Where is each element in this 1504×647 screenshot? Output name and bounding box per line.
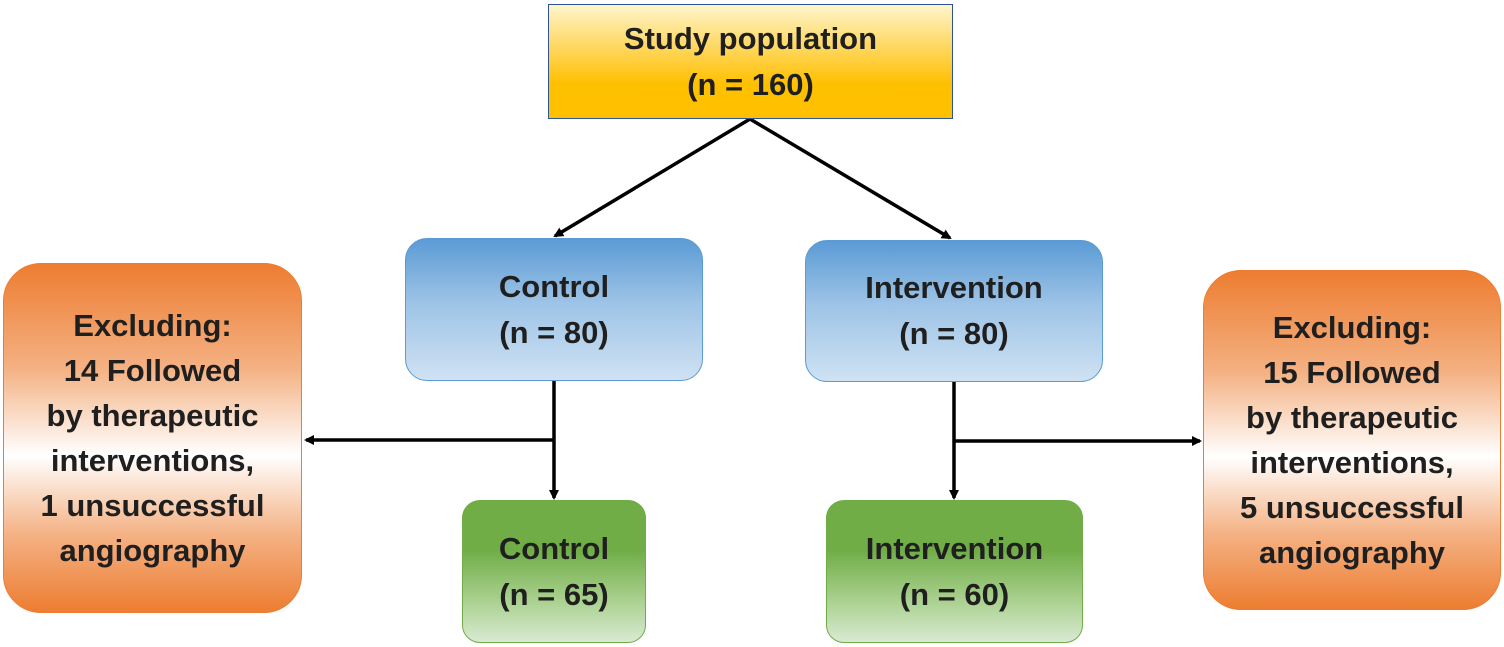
control-final-title: Control [498, 530, 610, 566]
control-title: Control [498, 268, 610, 304]
intervention-final-title: Intervention [865, 530, 1044, 566]
exclusion-line: 5 unsuccessful [1240, 490, 1464, 525]
exclusion-box-control: Excluding: 14 Followed by therapeutic in… [3, 263, 302, 613]
intervention-final-count: (n = 60) [899, 576, 1010, 612]
exclusion-line: by therapeutic [1246, 400, 1458, 435]
exclusion-line: Excluding: [1272, 310, 1432, 345]
arrow-to-control [553, 117, 751, 238]
arrow-to-intervention [749, 117, 952, 240]
intervention-count: (n = 80) [899, 316, 1009, 351]
intervention-title: Intervention [865, 270, 1043, 305]
exclusion-line: interventions, [50, 443, 255, 478]
exclusion-line: 1 unsuccessful [40, 488, 265, 523]
exclusion-line: Excluding: [73, 308, 232, 343]
control-count: (n = 80) [499, 314, 609, 350]
intervention-final-box: Intervention (n = 60) [826, 500, 1083, 643]
exclusion-line: interventions, [1250, 445, 1454, 480]
exclusion-box-intervention: Excluding: 15 Followed by therapeutic in… [1203, 270, 1501, 610]
control-box: Control (n = 80) [405, 238, 703, 381]
study-population-count: (n = 160) [687, 66, 814, 102]
study-population-box: Study population (n = 160) [548, 4, 953, 119]
study-population-title: Study population [623, 20, 878, 56]
control-final-count: (n = 65) [499, 576, 609, 612]
exclusion-line: angiography [1258, 535, 1445, 570]
control-final-box: Control (n = 65) [462, 500, 646, 643]
intervention-box: Intervention (n = 80) [805, 240, 1103, 382]
exclusion-line: 15 Followed [1263, 355, 1441, 390]
exclusion-line: 14 Followed [63, 353, 242, 388]
exclusion-line: by therapeutic [46, 398, 259, 433]
exclusion-line: angiography [59, 533, 246, 568]
